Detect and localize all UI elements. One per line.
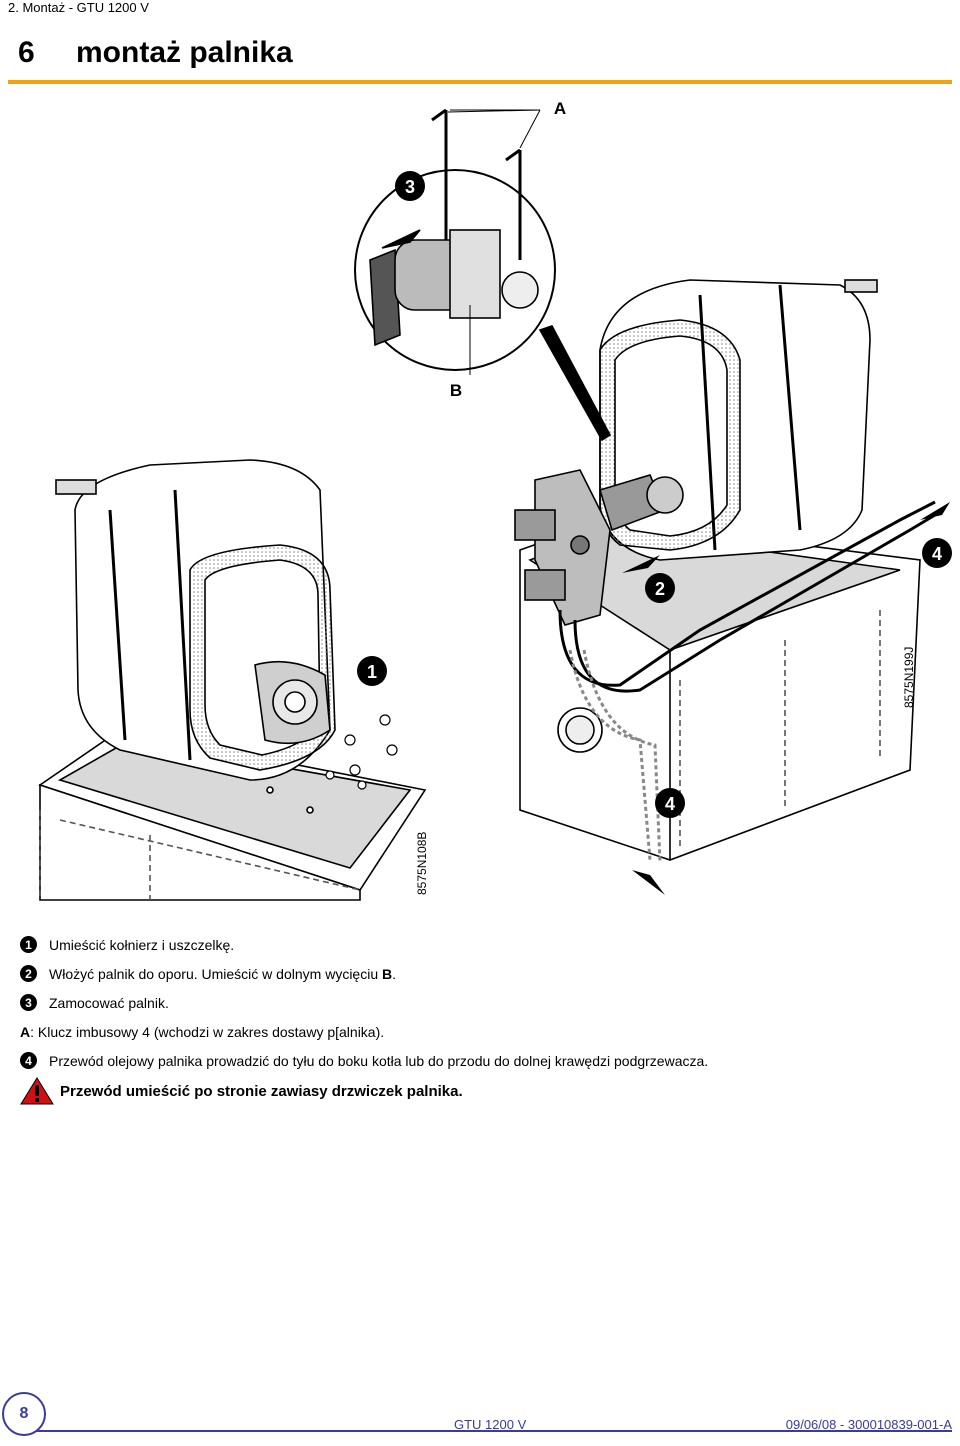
figure-code-right: 8575N199J — [902, 646, 916, 708]
step-3: 3 Zamocować palnik. — [20, 988, 940, 1017]
footer-divider — [30, 1430, 952, 1432]
callout-1: 1 — [367, 662, 377, 682]
left-boiler-drawing — [38, 459, 427, 901]
callout-4-top: 4 — [932, 544, 942, 564]
warning-icon — [20, 1077, 54, 1105]
burner-mounting-illustration: 3 2 4 1 4 A B — [38, 99, 952, 901]
instructions-list: 1 Umieścić kołnierz i uszczelkę. 2 Włoży… — [20, 930, 940, 1107]
step-4: 4 Przewód olejowy palnika prowadzić do t… — [20, 1046, 940, 1075]
callout-3: 3 — [405, 177, 415, 197]
page-number: 8 — [2, 1392, 46, 1436]
step-text: Przewód olejowy palnika prowadzić do tył… — [49, 1052, 709, 1069]
arrow-icon — [622, 502, 950, 895]
step-2: 2 Włożyć palnik do oporu. Umieścić w dol… — [20, 959, 940, 988]
step-number-badge: 1 — [20, 936, 37, 953]
step-text: Włożyć palnik do oporu. Umieścić w dolny… — [49, 965, 397, 982]
chapter-number: 6 — [18, 36, 35, 69]
note-A: A: Klucz imbusowy 4 (wchodzi w zakres do… — [20, 1023, 385, 1040]
detail-inset-drawing — [354, 108, 612, 442]
step-number-badge: 3 — [20, 994, 37, 1011]
right-boiler-drawing — [514, 279, 921, 861]
callout-badges — [357, 171, 952, 818]
step-text: Umieścić kołnierz i uszczelkę. — [49, 936, 235, 953]
title-divider — [8, 80, 952, 84]
page-title-row: 6 montaż palnika — [18, 36, 293, 70]
callout-2: 2 — [655, 579, 665, 599]
step-number-badge: 4 — [20, 1052, 37, 1069]
step-1: 1 Umieścić kołnierz i uszczelkę. — [20, 930, 940, 959]
callout-4-bottom: 4 — [665, 794, 675, 814]
callout-A: A — [554, 99, 566, 118]
callout-B: B — [450, 381, 462, 400]
warning-note: Przewód umieścić po stronie zawiasy drzw… — [20, 1075, 940, 1107]
breadcrumb: 2. Montaż - GTU 1200 V — [8, 0, 149, 15]
warning-text: Przewód umieścić po stronie zawiasy drzw… — [60, 1082, 463, 1100]
oil-hose-drawing — [558, 500, 936, 863]
step-text: Zamocować palnik. — [49, 994, 169, 1011]
footer-model: GTU 1200 V — [454, 1417, 527, 1432]
page-title: montaż palnika — [76, 36, 293, 69]
footer-reference: 09/06/08 - 300010839-001-A — [785, 1417, 952, 1432]
step-number-badge: 2 — [20, 965, 37, 982]
figure-code-left: 8575N108B — [415, 831, 429, 895]
